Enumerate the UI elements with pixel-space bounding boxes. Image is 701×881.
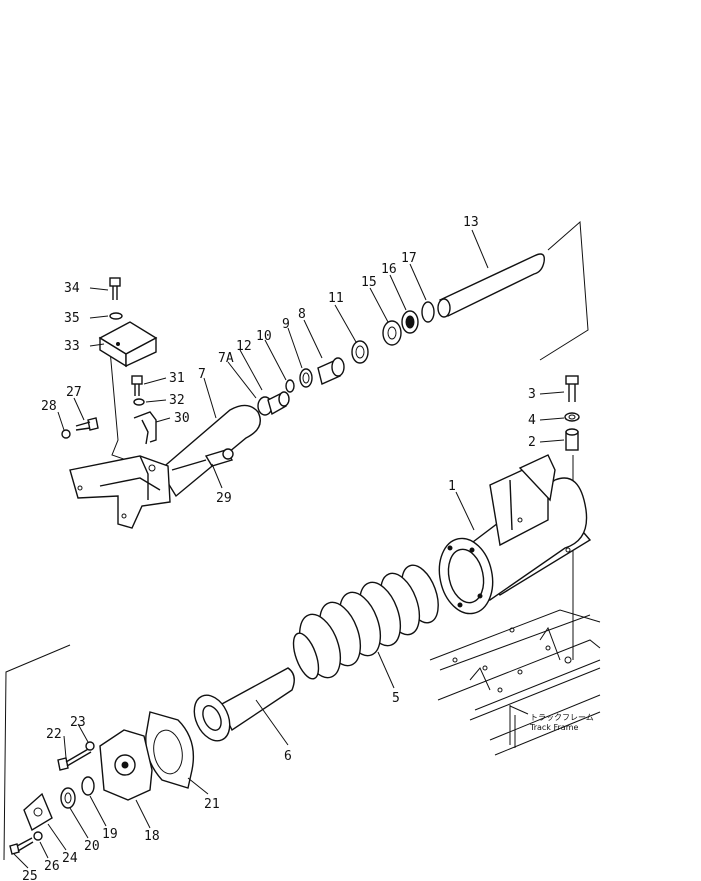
callout-15: 15: [361, 275, 377, 290]
callout-5: 5: [392, 691, 400, 706]
part-8-piston: [317, 357, 345, 385]
callout-35: 35: [64, 311, 80, 326]
callout-23: 23: [70, 715, 86, 730]
callout-9: 9: [282, 317, 290, 332]
callout-17: 17: [401, 251, 417, 266]
callout-13: 13: [463, 215, 479, 230]
callout-16: 16: [381, 262, 397, 277]
callout-7a: 7A: [218, 351, 234, 366]
part-31-bolt: [131, 375, 143, 396]
part-7-cylinder: [69, 404, 261, 529]
part-34-bolt: [109, 277, 121, 300]
part-23-washer: [85, 741, 95, 751]
part-12-bushing: [267, 391, 290, 416]
callout-31: 31: [169, 371, 185, 386]
callout-32: 32: [169, 393, 185, 408]
part-5-recoil-spring: [292, 564, 439, 680]
part-11-bushing: [351, 340, 369, 364]
part-28-washer: [61, 429, 71, 439]
callout-30: 30: [174, 411, 190, 426]
callout-4: 4: [528, 413, 536, 428]
part-13-rod: [437, 253, 545, 318]
track-frame-label: トラックフレーム Track Frame: [529, 713, 594, 732]
callout-8: 8: [298, 307, 306, 322]
part-17-snap-ring: [421, 301, 435, 323]
callout-7: 7: [198, 367, 206, 382]
callout-34: 34: [64, 281, 80, 296]
part-20-seal: [60, 787, 76, 809]
track-frame-label-en: Track Frame: [529, 723, 578, 732]
callout-1: 1: [448, 479, 456, 494]
callout-11: 11: [328, 291, 344, 306]
callout-3: 3: [528, 387, 536, 402]
callout-19: 19: [102, 827, 118, 842]
callout-10: 10: [256, 329, 272, 344]
callout-12: 12: [236, 339, 252, 354]
callout-27: 27: [66, 385, 82, 400]
part-4-washer: [564, 412, 580, 422]
callout-26: 26: [44, 859, 60, 874]
part-24-plate: [23, 792, 53, 832]
callout-labels: 13 17 16 15 11 8 9 10 12 7A 7 34 35 33 3…: [22, 215, 536, 881]
part-27-bolt: [75, 417, 99, 431]
callout-18: 18: [144, 829, 160, 844]
part-10-ring: [285, 379, 295, 393]
part-16-seal: [401, 310, 419, 334]
part-6-spring-rod: [193, 667, 295, 742]
part-9-ring: [299, 368, 313, 388]
part-1-cylinder-housing: [438, 454, 592, 615]
part-2-spacer: [565, 428, 579, 451]
track-frame: [429, 609, 601, 756]
callout-25: 25: [22, 869, 38, 881]
part-21-gasket: [145, 711, 195, 789]
part-33-cover: [98, 321, 158, 368]
part-30-bracket: [133, 411, 157, 445]
part-3-bolt: [565, 375, 579, 402]
leader-lines: [13, 229, 565, 869]
callout-29: 29: [216, 491, 232, 506]
part-29-valve: [171, 448, 234, 471]
callout-24: 24: [62, 851, 78, 866]
part-18-cover: [99, 729, 153, 801]
callout-20: 20: [84, 839, 100, 854]
track-frame-label-jp: トラックフレーム: [530, 713, 594, 722]
part-25-bolt: [9, 837, 34, 855]
callout-2: 2: [528, 435, 536, 450]
callout-21: 21: [204, 797, 220, 812]
callout-33: 33: [64, 339, 80, 354]
callout-28: 28: [41, 399, 57, 414]
part-32-washer: [133, 398, 145, 406]
callout-6: 6: [284, 749, 292, 764]
callout-22: 22: [46, 727, 62, 742]
part-15-seal: [382, 320, 402, 346]
part-26-washer: [33, 831, 43, 841]
part-19-bushing: [81, 776, 95, 796]
part-35-washer: [109, 312, 123, 320]
part-22-bolt: [57, 747, 92, 771]
